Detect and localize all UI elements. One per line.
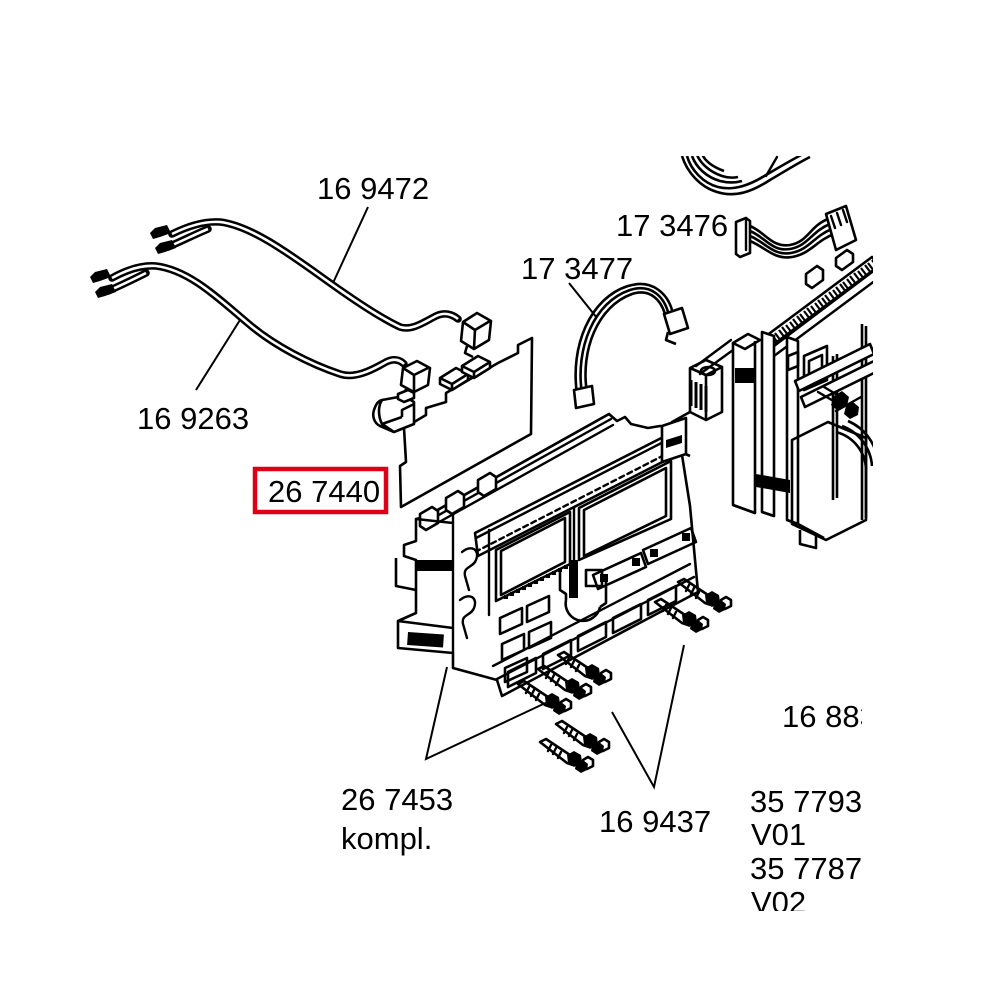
- svg-text:35 7787: 35 7787: [750, 851, 862, 886]
- svg-text:16 9263: 16 9263: [137, 401, 249, 436]
- svg-text:26 7453: 26 7453: [341, 782, 453, 817]
- svg-text:kompl.: kompl.: [341, 821, 432, 856]
- svg-text:16 9472: 16 9472: [317, 171, 429, 206]
- svg-text:16 9437: 16 9437: [599, 804, 711, 839]
- svg-text:17 3477: 17 3477: [521, 251, 633, 286]
- svg-text:16 883: 16 883: [782, 699, 877, 734]
- svg-text:17 3476: 17 3476: [616, 208, 728, 243]
- svg-text:V01: V01: [751, 817, 806, 852]
- svg-text:35 7793: 35 7793: [750, 784, 862, 819]
- svg-text:26 7440: 26 7440: [268, 474, 380, 509]
